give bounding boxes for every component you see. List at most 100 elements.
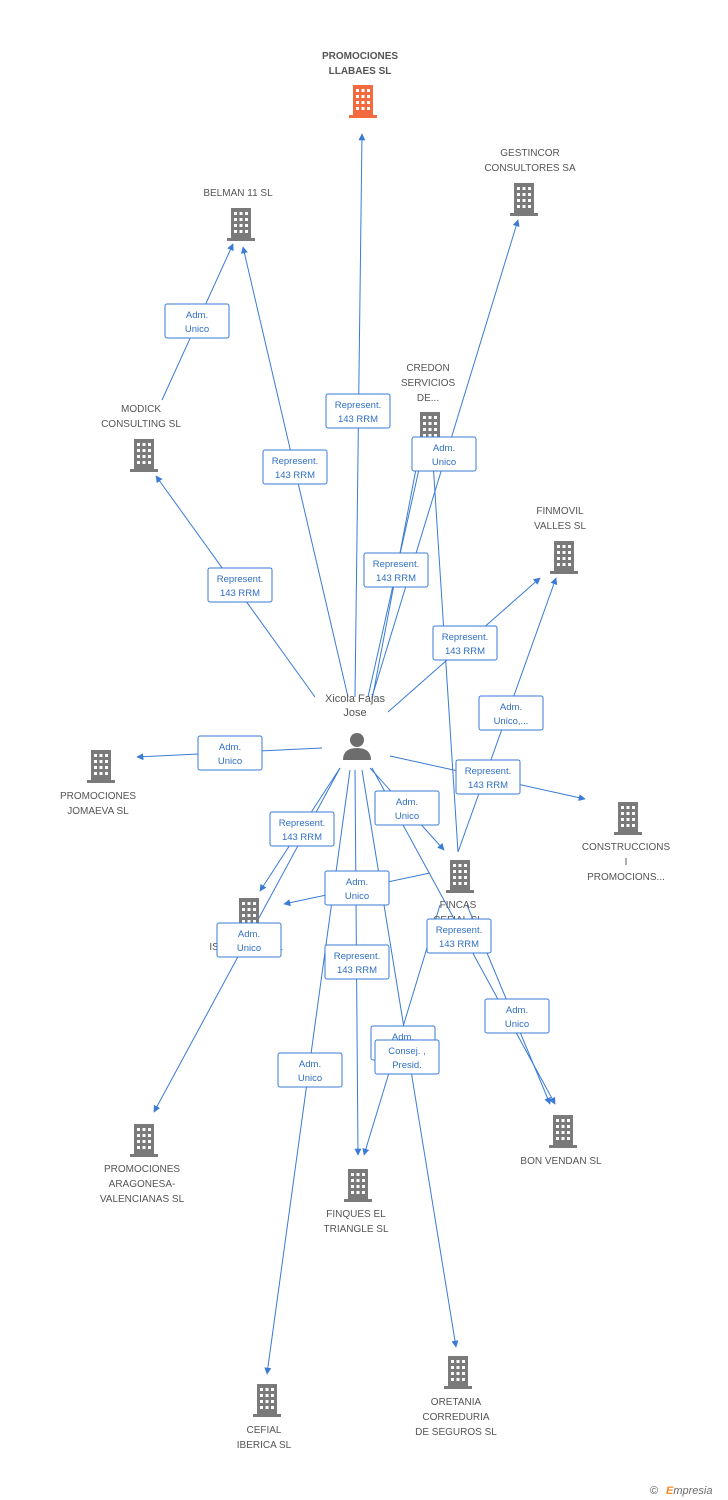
edge-label-rel-modick[interactable]: Represent.143 RRM (207, 567, 273, 603)
edge-label-text: Unico (345, 891, 369, 902)
company-label: PROMOCIONS... (587, 872, 665, 883)
edge-label-box (478, 695, 544, 731)
edge-label-rel-finques[interactable]: Represent.143 RRM (324, 944, 390, 980)
edge-label-text: 143 RRM (282, 832, 322, 843)
building-icon (614, 802, 642, 835)
company-node-belman[interactable]: BELMAN 11 SL (203, 188, 273, 241)
company-label: VALENCIANAS SL (100, 1194, 185, 1205)
edge-label-rel-llabaes[interactable]: Represent.143 RRM (325, 393, 391, 429)
edge-label-rel-isprin[interactable]: Represent. 143 RRM (269, 811, 335, 847)
brand-rest: mpresia (673, 1485, 712, 1497)
edge-label-box (164, 303, 230, 339)
company-label: CEFIAL (246, 1425, 281, 1436)
edge-label-box (374, 1039, 440, 1075)
company-node-bonvendan[interactable]: BON VENDAN SL (520, 1115, 602, 1167)
edge-label-rel-belman-person[interactable]: Represent.143 RRM (262, 449, 328, 485)
company-label: ORETANIA (431, 1397, 482, 1408)
edge-label-text: Represent. (442, 632, 488, 643)
edge-label-rel-credon[interactable]: Adm.Unico (411, 436, 477, 472)
edge-label-box (324, 944, 390, 980)
company-label: BELMAN 11 SL (203, 188, 273, 199)
company-node-fincas[interactable]: FINCASCEFIAL SL (433, 860, 483, 926)
company-label: I (625, 857, 628, 868)
edge-label-text: 143 RRM (445, 646, 485, 657)
edge-label-rel-jomaeva[interactable]: Adm. Unico (197, 735, 263, 771)
edge-label-text: Unico (395, 811, 419, 822)
company-label: MODICK (121, 404, 161, 415)
person-label: Xicola Fajas (325, 693, 385, 705)
person-label: Jose (343, 707, 366, 719)
edge-label-box (325, 393, 391, 429)
edge-label-box (411, 436, 477, 472)
edge-label-text: Unico (185, 324, 209, 335)
edge-label-box (455, 759, 521, 795)
edge-label-text: Represent. (279, 818, 325, 829)
company-label: CONSULTING SL (101, 419, 181, 430)
edge-label-text: 143 RRM (376, 573, 416, 584)
company-label: TRIANGLE SL (323, 1224, 388, 1235)
edge-label-rel-aragonesa[interactable]: Adm.Unico (216, 922, 282, 958)
edge-label-text: Represent. (334, 951, 380, 962)
building-icon (446, 860, 474, 893)
edge-label-rel-fincas-bonvendan[interactable]: Adm.Unico (484, 998, 550, 1034)
edge-label-text: Adm. (219, 742, 241, 753)
building-icon (87, 750, 115, 783)
edge-label-rel-fincas-isprin[interactable]: Adm.Unico (324, 870, 390, 906)
edge-label-rel-finmovil[interactable]: Represent. 143 RRM (432, 625, 498, 661)
person-icon (343, 733, 371, 760)
brand-name: Empresia (666, 1485, 712, 1497)
edge-label-rel-modick-belman[interactable]: Adm. Unico (164, 303, 230, 339)
edge-label-text: Adm. (506, 1005, 528, 1016)
edge-label-box (197, 735, 263, 771)
building-icon (253, 1384, 281, 1417)
edge-label-text: Represent. (272, 456, 318, 467)
edge-label-box (277, 1052, 343, 1088)
edge-label-rel-fincas-finmovil[interactable]: Adm.Unico,... (478, 695, 544, 731)
company-node-modick[interactable]: MODICK CONSULTING SL (101, 404, 181, 472)
edge-label-rel-bonvendan[interactable]: Represent.143 RRM (426, 918, 492, 954)
edge-label-text: Unico (218, 756, 242, 767)
company-label: FINMOVIL (536, 506, 584, 517)
edge-label-rel-oretania[interactable]: Consej. ,Presid. (374, 1039, 440, 1075)
edge-label-rel-construccions[interactable]: Represent.143 RRM (455, 759, 521, 795)
edge-label-text: Adm. (396, 797, 418, 808)
company-label: LLABAES SL (329, 66, 392, 77)
company-node-promociones-llabaes[interactable]: PROMOCIONES LLABAES SL (322, 51, 398, 118)
edge-label-box (432, 625, 498, 661)
edge-label-text: Adm. (500, 702, 522, 713)
edge-label-rel-cefial[interactable]: Adm.Unico (277, 1052, 343, 1088)
company-label: CONSULTORES SA (484, 163, 576, 174)
company-label: BON VENDAN SL (520, 1156, 602, 1167)
brand-initial: E (666, 1485, 674, 1497)
edge-label-text: Unico (237, 943, 261, 954)
company-node-construccions[interactable]: CONSTRUCCIONS I PROMOCIONS... (582, 802, 671, 883)
building-icon (130, 439, 158, 472)
edge-label-text: Adm. (433, 443, 455, 454)
edge-label-text: Adm. (186, 310, 208, 321)
footer-brand[interactable]: © Empresia (650, 1485, 712, 1497)
edge-label-text: Presid. (392, 1060, 422, 1071)
edge-label-text: Represent. (373, 559, 419, 570)
company-label: CONSTRUCCIONS (582, 842, 671, 853)
edge-label-rel-gestincor[interactable]: Represent. 143 RRM (363, 552, 429, 588)
company-label: IBERICA SL (237, 1440, 292, 1451)
building-icon (130, 1124, 158, 1157)
company-label: FINQUES EL (326, 1209, 386, 1220)
company-node-cefial-iberica[interactable]: CEFIAL IBERICA SL (237, 1384, 292, 1451)
company-label: PROMOCIONES (322, 51, 398, 62)
company-node-finques[interactable]: FINQUES EL TRIANGLE SL (323, 1169, 389, 1235)
edge-label-rel-fincas[interactable]: Adm. Unico (374, 790, 440, 826)
edge-label-text: 143 RRM (439, 939, 479, 950)
company-label: PROMOCIONES (104, 1164, 180, 1175)
company-label: SERVICIOS (401, 378, 456, 389)
edge-label-box (269, 811, 335, 847)
company-label: PROMOCIONES (60, 791, 136, 802)
company-node-credon[interactable]: CREDONSERVICIOSDE... (401, 363, 456, 445)
